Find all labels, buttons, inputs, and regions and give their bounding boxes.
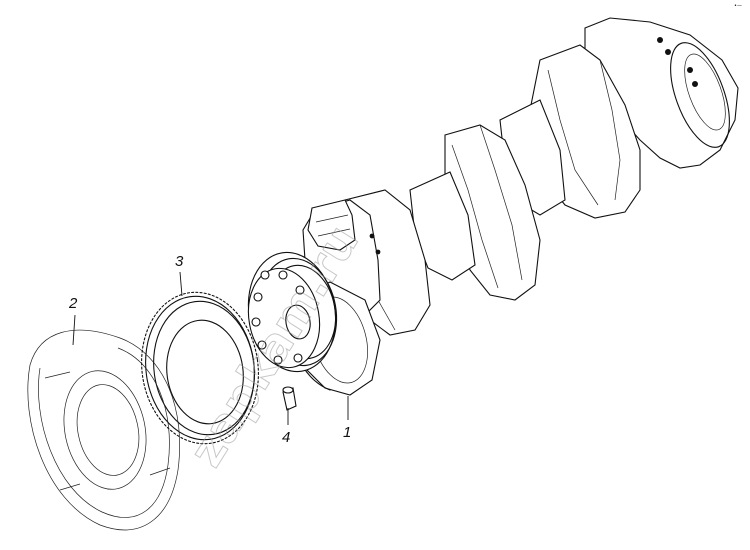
leader-part-3 xyxy=(179,271,183,297)
crankshaft xyxy=(289,17,739,396)
ring-gear xyxy=(141,291,259,445)
leader-lines xyxy=(72,271,349,425)
callout-part-1: 1 xyxy=(343,424,351,441)
callout-part-3: 3 xyxy=(175,253,184,270)
leader-part-2 xyxy=(72,314,76,346)
dowel-pin xyxy=(282,386,297,411)
crankshaft-nose-flange xyxy=(247,251,338,373)
corner-mark: •— xyxy=(734,3,742,9)
callout-part-2: 2 xyxy=(68,295,78,312)
callout-part-4: 4 xyxy=(282,429,290,446)
flywheel-cover xyxy=(27,329,181,531)
